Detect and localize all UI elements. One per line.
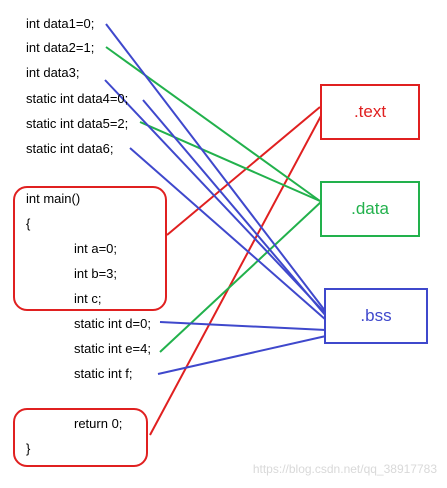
connector-data1-to-bss: [105, 23, 327, 313]
code-line-b: int b=3;: [74, 266, 118, 281]
connector-data6-to-bss: [129, 147, 327, 321]
code-line-data1: int data1=0;: [26, 16, 95, 31]
text-segment-box: .text: [320, 84, 420, 140]
connector-return-to-text: [149, 113, 323, 436]
connector-e-to-data: [159, 200, 323, 353]
connector-d-to-bss: [159, 321, 327, 331]
code-line-a: int a=0;: [74, 241, 118, 256]
connector-data3-to-bss: [104, 79, 327, 315]
connector-main-to-text: [166, 106, 321, 236]
connector-data4-to-bss: [142, 99, 327, 317]
code-line-c: int c;: [74, 291, 102, 306]
main-function-group: [13, 186, 167, 311]
code-line-data3: int data3;: [26, 65, 80, 80]
connector-data2-to-data: [105, 46, 321, 202]
code-line-data5: static int data5=2;: [26, 116, 129, 131]
code-line-data2: int data2=1;: [26, 40, 95, 55]
bss-segment-label: .bss: [360, 306, 392, 325]
bss-segment-box: .bss: [324, 288, 428, 344]
code-line-f: static int f;: [74, 366, 133, 381]
code-line-main: int main(): [26, 191, 81, 206]
code-line-data4: static int data4=0;: [26, 91, 129, 106]
watermark: https://blog.csdn.net/qq_38917783: [252, 462, 437, 476]
return-group: [13, 408, 148, 467]
connector-f-to-bss: [157, 335, 327, 375]
data-segment-label: .data: [351, 199, 389, 218]
code-line-close-brace: }: [26, 441, 31, 456]
connector-data5-to-data: [139, 121, 321, 202]
code-line-d: static int d=0;: [74, 316, 151, 331]
text-segment-label: .text: [353, 102, 387, 121]
code-line-e: static int e=4;: [74, 341, 151, 356]
code-line-data6: static int data6;: [26, 141, 114, 156]
code-line-open-brace: {: [26, 216, 31, 231]
data-segment-box: .data: [320, 181, 420, 237]
code-line-return: return 0;: [74, 416, 123, 431]
